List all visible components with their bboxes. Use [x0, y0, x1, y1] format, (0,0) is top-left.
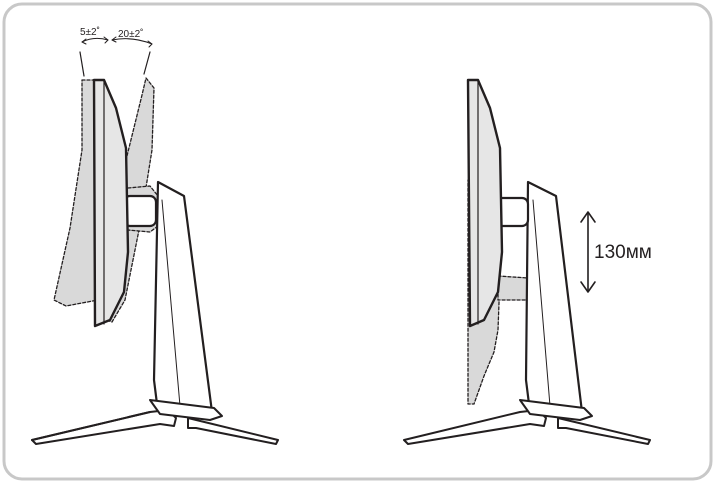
tilt-forward-guide [79, 51, 85, 77]
height-monitor-body [466, 78, 504, 328]
height-stand-base [403, 409, 547, 445]
tilt-illustration [31, 36, 279, 445]
tilt-back-label: 20±2˚ [118, 28, 144, 40]
height-adjust-label: 130мм [594, 242, 652, 263]
tilt-stand-column [152, 180, 214, 414]
tilt-monitor-body [92, 78, 130, 328]
tilt-back-arrow [111, 38, 153, 45]
tilt-forward-label: 5±2˚ [80, 26, 100, 38]
tilt-back-guide [143, 51, 151, 75]
tilt-stand-base [31, 409, 177, 445]
height-illustration [403, 78, 651, 445]
tilt-hinge [122, 194, 158, 228]
